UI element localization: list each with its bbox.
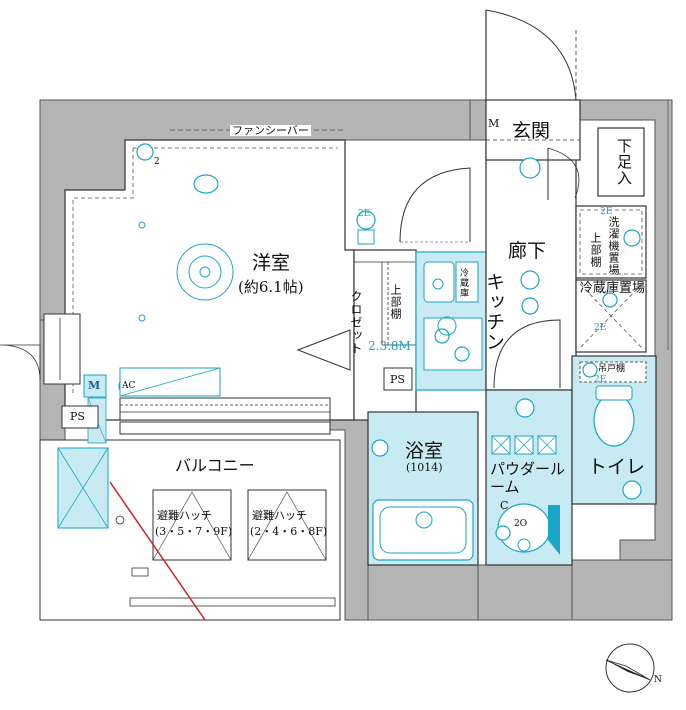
label-toilet: トイレ <box>588 456 646 478</box>
label-balcony: バルコニー <box>175 456 255 475</box>
powder-light <box>515 398 535 418</box>
closet-outline <box>353 249 417 421</box>
label-washer-upper-shelf: 上部棚 <box>589 232 602 268</box>
label-bathroom: 浴室 <box>405 440 444 462</box>
label-c-mark: C <box>500 499 509 512</box>
label-closet: クロゼット <box>349 290 363 355</box>
sash-lower <box>119 421 331 435</box>
powder-door-arc <box>493 319 561 389</box>
ps-closet-box <box>383 367 413 391</box>
room-door-arc <box>399 167 471 243</box>
toilet-bowl <box>593 393 635 447</box>
shoe-storage <box>597 127 645 197</box>
fridge-outlet <box>602 292 618 308</box>
label-washer-space: 洗濯機置場 <box>607 216 620 276</box>
label-hatch-1-floors: (3・5・7・9F) <box>155 525 233 538</box>
label-closet-width: 2.3.8M <box>368 339 411 353</box>
stove <box>423 317 483 371</box>
label-2e-b: 2E <box>600 207 613 217</box>
label-entrance-meter: M <box>488 117 500 130</box>
room-dashed-line <box>72 147 338 395</box>
label-western-room: 洋室 <box>252 252 291 274</box>
hall-light-1 <box>519 157 541 179</box>
hatch-2-box <box>247 489 327 561</box>
hall-light-2 <box>520 270 540 290</box>
label-2e: 2E <box>594 323 607 333</box>
ceiling-light <box>176 243 234 301</box>
label-zero-2o: 2O <box>514 519 528 529</box>
hallway-outline <box>485 139 577 391</box>
label-meter: M <box>88 379 101 392</box>
label-entrance: 玄関 <box>512 120 551 142</box>
label-ac: AC <box>122 381 136 391</box>
ps-left-box <box>61 405 99 429</box>
label-zero-2: 2 <box>154 157 160 167</box>
kitchen-sink <box>423 261 455 303</box>
label-hatch-1: 避難ハッチ <box>157 509 212 522</box>
label-fan-heater: ファンシーバー <box>230 124 311 137</box>
label-ps-closet: PS <box>390 373 405 386</box>
label-2e-d: 2E <box>358 209 371 219</box>
label-2e-c: 2E <box>594 375 607 385</box>
label-hanging-shelf: 吊戸棚 <box>598 364 626 374</box>
red-boundary-line <box>109 481 206 621</box>
powder-outlet <box>495 525 511 541</box>
closet-door-arrow <box>296 329 351 371</box>
entrance-door-arc <box>485 9 577 101</box>
entrance-area <box>485 99 581 161</box>
switch-cluster <box>356 210 376 230</box>
toilet-outlet <box>582 362 598 378</box>
meter-box <box>83 374 107 398</box>
label-upper-shelf: 上部棚 <box>389 284 402 320</box>
label-hatch-2-floors: (2・4・6・8F) <box>250 525 328 538</box>
bathtub <box>372 499 474 561</box>
label-shoe-storage: 下足入 <box>615 138 633 186</box>
left-window <box>43 313 81 385</box>
label-powder-room: パウダールーム <box>490 460 566 496</box>
label-hatch-2: 避難ハッチ <box>252 509 307 522</box>
label-kitchen: キッチン <box>483 272 505 352</box>
sash-bottom <box>119 397 331 421</box>
wall-bath-bottom <box>367 564 479 621</box>
washer-outlet <box>623 229 641 247</box>
compass-circle <box>605 643 655 693</box>
toilet-light <box>622 480 642 500</box>
label-hallway: 廊下 <box>508 240 547 262</box>
hatch-1-box <box>152 489 232 561</box>
label-bathroom-size: (1014) <box>406 461 443 474</box>
outlet-1 <box>136 143 154 161</box>
wall-entrance-left <box>469 99 487 141</box>
wall-bottom-right <box>571 559 673 621</box>
bath-light <box>371 439 389 457</box>
label-ps-left: PS <box>70 410 85 423</box>
label-western-room-size: (約6.1帖) <box>238 278 304 296</box>
label-kitchen-mark: 冷蔵庫 <box>458 268 468 298</box>
wall-powder-bottom <box>477 564 573 621</box>
label-fridge-space: 冷蔵庫置場 <box>580 281 646 296</box>
aircon <box>193 174 219 194</box>
label-compass-n: N <box>654 675 662 685</box>
